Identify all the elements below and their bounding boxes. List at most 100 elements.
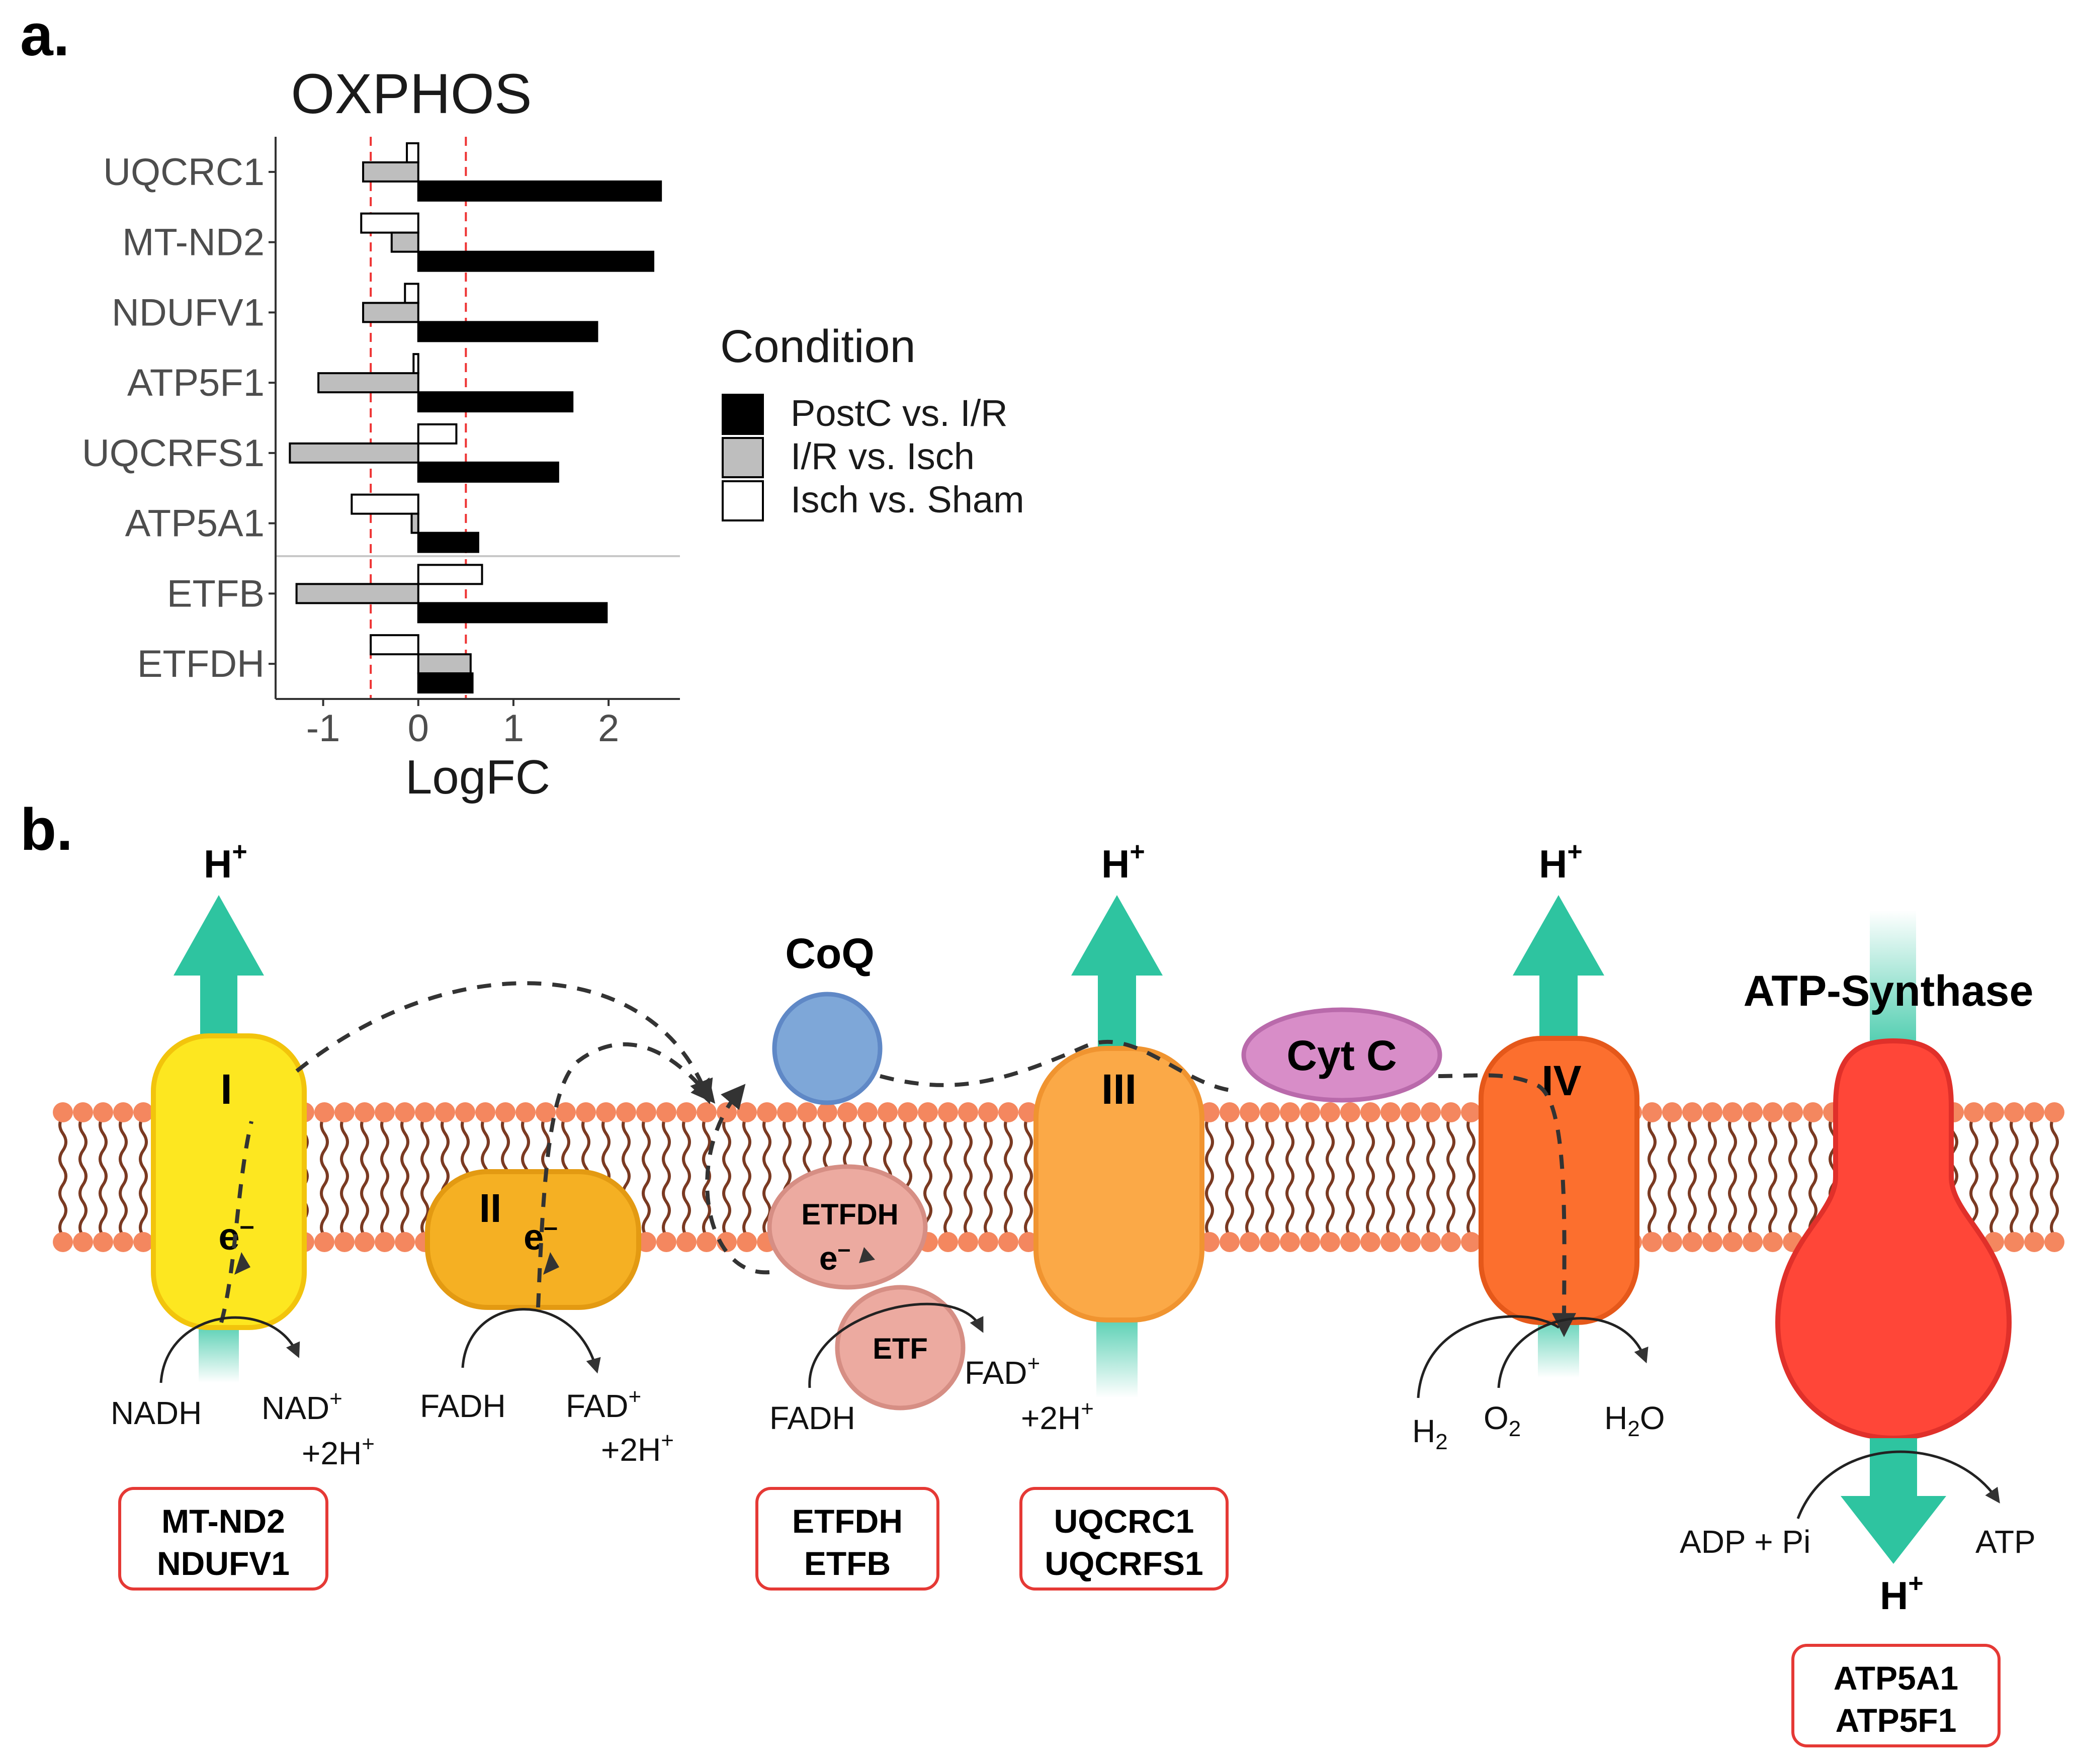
legend-label: I/R vs. Isch	[791, 435, 975, 477]
gene-box-etf: ETFDH ETFB	[755, 1487, 939, 1591]
gene-box-complex-i: MT-ND2 NDUFV1	[118, 1487, 328, 1591]
reaction-arc-atp	[1796, 1450, 2000, 1519]
label-fadh-c2: FADH	[420, 1388, 506, 1424]
lipid-head-top	[113, 1102, 133, 1122]
bar	[390, 231, 419, 253]
lipid-head-bottom	[355, 1232, 375, 1252]
lipid-head-top	[536, 1102, 556, 1122]
lipid-head-top	[1401, 1102, 1421, 1122]
cyt-c	[1241, 1007, 1442, 1103]
complex-ii	[425, 1169, 641, 1310]
etfdh-label: ETFDH	[801, 1198, 898, 1231]
gene-label: ETFDH	[792, 1503, 903, 1540]
lipid-head-top	[777, 1102, 797, 1122]
reaction-arc-etf	[808, 1302, 984, 1388]
complex-iv-label: IV	[1541, 1057, 1581, 1104]
lipid-head-top	[1763, 1102, 1783, 1122]
legend-swatch	[722, 394, 764, 435]
bar	[289, 442, 419, 464]
lipid-head-bottom	[2044, 1232, 2064, 1252]
lipid-head-bottom	[113, 1232, 133, 1252]
panel-a: a. OXPHOS UQCRC1MT-ND2NDUFV1ATP5F1UQCRFS…	[20, 2, 1024, 804]
lipid-head-bottom	[1642, 1232, 1662, 1252]
lipid-head-top	[1662, 1102, 1682, 1122]
electron-arrowhead-c2	[543, 1252, 559, 1275]
reaction-arc-c2	[461, 1308, 601, 1374]
proton-arrow-c1-head	[174, 895, 264, 976]
bar	[417, 321, 598, 342]
atp-proton-arrow-head	[1841, 1496, 1946, 1564]
coq	[772, 992, 883, 1105]
lipid-head-top	[314, 1102, 334, 1122]
x-tick-label: 1	[503, 707, 524, 750]
lipid-head-top	[616, 1102, 636, 1122]
bar	[362, 302, 419, 323]
lipid-head-bottom	[737, 1232, 757, 1252]
lipid-head-top	[1682, 1102, 1702, 1122]
lipid-head-top	[1722, 1102, 1743, 1122]
lipid-head-bottom	[1461, 1232, 1481, 1252]
lipid-head-top	[375, 1102, 395, 1122]
lipid-head-top	[1461, 1102, 1481, 1122]
lipid-head-top	[978, 1102, 998, 1122]
proton-label-atp: H+	[1880, 1569, 1924, 1618]
complex-i-label: I	[220, 1066, 232, 1113]
lipid-head-top	[1360, 1102, 1380, 1122]
lipid-head-bottom	[2004, 1232, 2024, 1252]
lipid-head-bottom	[1220, 1232, 1240, 1252]
lipid-head-top	[1220, 1102, 1240, 1122]
label-fad-c2: FAD+	[566, 1384, 641, 1424]
proton-label-c4: H+	[1539, 837, 1583, 886]
electron-arrowhead-etfdh	[859, 1247, 875, 1263]
lipid-head-bottom	[1380, 1232, 1401, 1252]
lipid-head-top	[1642, 1102, 1662, 1122]
lipid-head-top	[2004, 1102, 2024, 1122]
reaction-arc-c4-left	[1417, 1315, 1560, 1398]
lipid-head-top	[958, 1102, 978, 1122]
bar	[410, 512, 419, 534]
lipid-head-bottom	[314, 1232, 334, 1252]
lipid-head-bottom	[656, 1232, 676, 1252]
bar	[412, 353, 419, 375]
lipid-head-top	[1280, 1102, 1300, 1122]
atp-synthase	[1775, 1038, 2012, 1441]
lipid-head-top	[556, 1102, 576, 1122]
lipid-head-top	[475, 1102, 495, 1122]
label-fadh-etf: FADH	[769, 1400, 855, 1436]
legend-swatch	[722, 437, 764, 478]
lipid-head-top	[495, 1102, 515, 1122]
lipid-head-bottom	[1401, 1232, 1421, 1252]
bars	[289, 142, 662, 694]
lipid-head-top	[395, 1102, 415, 1122]
proton-label-c3: H+	[1101, 837, 1145, 886]
lipid-head-top	[93, 1102, 113, 1122]
chart-title: OXPHOS	[291, 62, 532, 125]
bar	[295, 583, 419, 604]
panel-a-letter: a.	[20, 2, 69, 68]
lipid-head-top	[918, 1102, 938, 1122]
lipid-head-bottom	[395, 1232, 415, 1252]
x-tick-label: 0	[408, 707, 429, 750]
bar	[417, 461, 559, 483]
etfdh	[767, 1164, 928, 1290]
complex-ii-label: II	[479, 1186, 501, 1230]
lipid-head-bottom	[1421, 1232, 1441, 1252]
lipid-head-top	[1984, 1102, 2004, 1122]
label-h2: H2	[1412, 1413, 1448, 1454]
x-axis-title: LogFC	[405, 750, 550, 804]
lipid-head-bottom	[53, 1232, 73, 1252]
gene-box-complex-iii: UQCRC1 UQCRFS1	[1019, 1487, 1229, 1591]
lipid-head-top	[334, 1102, 355, 1122]
panel-b-letter: b.	[20, 797, 73, 863]
lipid-head-top	[1421, 1102, 1441, 1122]
proton-label-c1: H+	[204, 837, 247, 886]
bar	[417, 180, 662, 202]
lipid-head-top	[415, 1102, 435, 1122]
atp-proton-arrow-shaft	[1870, 1438, 1917, 1498]
lipid-head-top	[857, 1102, 878, 1122]
lipid-head-bottom	[998, 1232, 1018, 1252]
lipid-head-top	[878, 1102, 898, 1122]
lipid-head-bottom	[1722, 1232, 1743, 1252]
